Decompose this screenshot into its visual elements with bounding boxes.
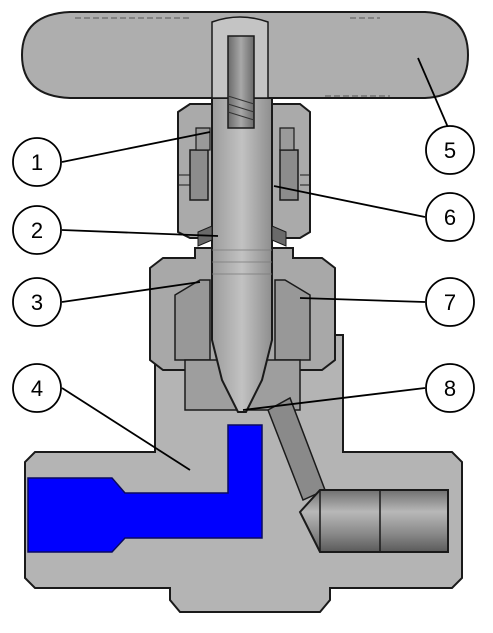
callout-5: 5 bbox=[425, 125, 475, 175]
callout-6: 6 bbox=[425, 192, 475, 242]
callout-circle bbox=[425, 277, 475, 327]
callout-7: 7 bbox=[425, 277, 475, 327]
outlet-plug bbox=[298, 489, 449, 553]
handle bbox=[20, 11, 470, 129]
callout-8: 8 bbox=[425, 363, 475, 413]
callout-circle bbox=[425, 192, 475, 242]
callout-label: 7 bbox=[444, 290, 456, 315]
fluid-passage bbox=[27, 424, 263, 553]
set-screw bbox=[227, 35, 255, 129]
callout-circle bbox=[425, 363, 475, 413]
callout-3: 3 bbox=[12, 277, 62, 327]
callout-label: 1 bbox=[31, 150, 43, 175]
callout-label: 8 bbox=[444, 376, 456, 401]
callout-2: 2 bbox=[12, 205, 62, 255]
callout-circle bbox=[12, 137, 62, 187]
callout-label: 6 bbox=[444, 205, 456, 230]
leader-lines bbox=[61, 57, 451, 471]
callout-label: 4 bbox=[31, 376, 43, 401]
callout-circle bbox=[12, 205, 62, 255]
callout-label: 5 bbox=[444, 138, 456, 163]
callout-1: 1 bbox=[12, 137, 62, 187]
callout-label: 3 bbox=[31, 290, 43, 315]
callout-circle bbox=[12, 363, 62, 413]
callout-circle bbox=[12, 277, 62, 327]
callout-circle bbox=[425, 125, 475, 175]
callout-group: 1 2 3 4 5 6 7 8 bbox=[12, 125, 475, 413]
valve-stem bbox=[197, 39, 287, 413]
callout-label: 2 bbox=[31, 218, 43, 243]
callout-4: 4 bbox=[12, 363, 62, 413]
